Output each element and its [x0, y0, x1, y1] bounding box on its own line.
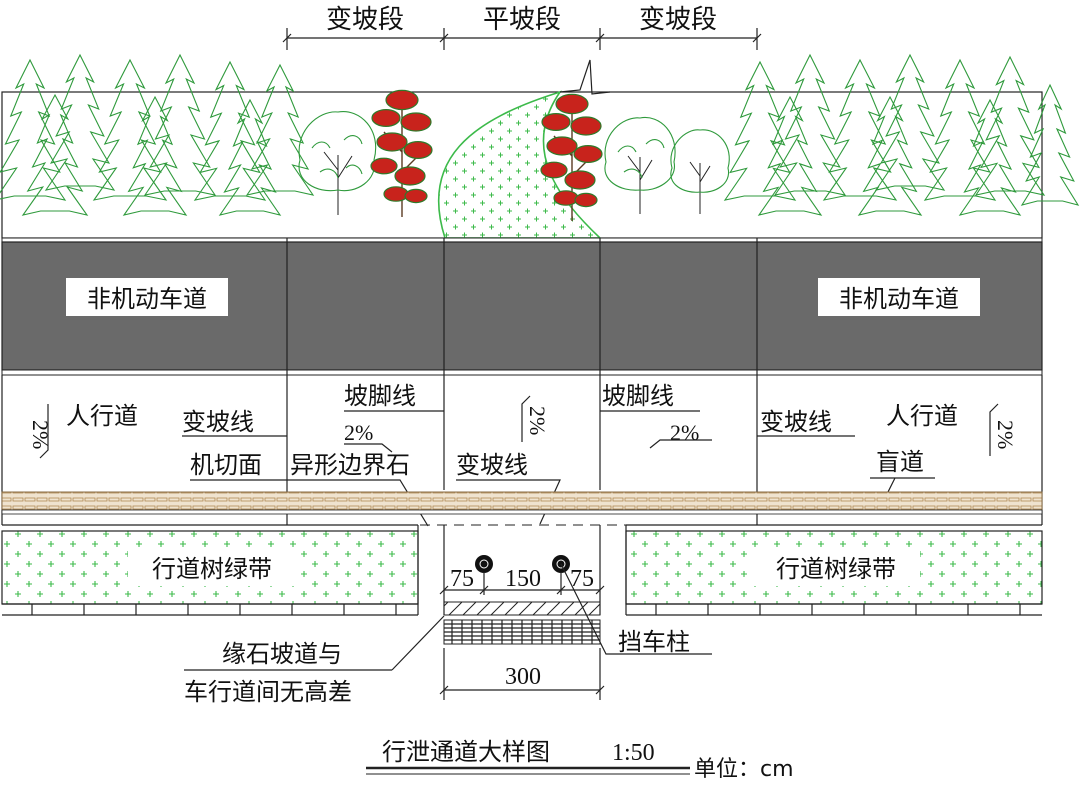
opening-width-dimension: 300 — [439, 648, 605, 700]
conifer-tree — [21, 93, 89, 216]
caption-unit: 单位：cm — [694, 757, 794, 782]
conifer-tree — [958, 98, 1022, 216]
toe-slope-right-arrow — [649, 439, 712, 449]
slope-arrow-right — [989, 403, 999, 456]
flowering-trees — [370, 89, 603, 221]
tactile-curb-strip — [1, 491, 1043, 526]
deciduous-trees — [298, 111, 730, 215]
segment-middle-label: 平坡段 — [483, 5, 561, 35]
conifer-tree — [923, 58, 997, 201]
caption-scale: 1:50 — [612, 740, 655, 766]
conifer-tree — [92, 58, 168, 201]
toe-slope-right-value: 2% — [670, 420, 699, 445]
slope-left-value: 2% — [28, 420, 53, 449]
curb-ramp-note-line2: 车行道间无高差 — [184, 678, 352, 706]
deciduous-tree — [670, 129, 730, 214]
conifer-tree — [822, 58, 898, 201]
conifer-tree — [1020, 83, 1080, 206]
conifer-tree — [874, 53, 946, 191]
conifer-tree — [0, 58, 67, 201]
curb-ramp-opening: 75 150 75 — [417, 525, 627, 645]
conifer-tree — [44, 53, 116, 191]
slope-right-value: 2% — [993, 420, 1018, 449]
dim-75-right: 75 — [570, 566, 594, 592]
toe-line-left-label: 坡脚线 — [344, 382, 416, 410]
slope-center-value: 2% — [525, 406, 550, 435]
conifer-trees-right — [723, 53, 1080, 216]
bike-lane-left-label: 非机动车道 — [87, 285, 207, 313]
conifer-tree — [122, 95, 188, 216]
green-belt-right-label: 行道树绿带 — [776, 555, 896, 583]
bollard-left — [475, 555, 493, 573]
toe-slope-left-arrow — [344, 443, 393, 453]
toe-slope-left-value: 2% — [344, 420, 373, 445]
green-belt-right: 行道树绿带 — [625, 530, 1043, 605]
conifer-trees-left — [0, 53, 315, 216]
grade-division-lines — [286, 238, 758, 525]
bike-lane-right-label: 非机动车道 — [839, 285, 959, 313]
curb-ramp-note-line1: 缘石坡道与 — [222, 640, 342, 668]
top-segment-dimension: 变坡段 平坡段 变坡段 — [282, 5, 762, 95]
flowering-tree — [540, 93, 603, 221]
dim-75-left: 75 — [450, 566, 474, 592]
drain-grate — [443, 619, 601, 645]
curb-ramp-callout: 缘石坡道与 车行道间无高差 — [184, 615, 445, 706]
bike-lane-band: 非机动车道 非机动车道 — [1, 237, 1043, 376]
grade-line-right-label: 变坡线 — [760, 408, 832, 436]
bollard-callout: 挡车柱 — [560, 563, 712, 656]
dim-300: 300 — [505, 664, 541, 690]
conifer-tree — [857, 95, 923, 216]
grade-line-left-label: 变坡线 — [182, 408, 254, 436]
special-curb-label: 异形边界石 — [290, 451, 410, 479]
walkway-left-label: 人行道 — [66, 402, 138, 430]
conifer-tree — [245, 63, 315, 196]
machine-cut-label: 机切面 — [190, 451, 262, 479]
conifer-tree — [723, 60, 797, 201]
curb-line — [2, 603, 1042, 616]
figure-caption: 行泄通道大样图 1:50 单位：cm — [366, 738, 794, 782]
walkway-right-label: 人行道 — [886, 402, 958, 430]
green-belt-left-label: 行道树绿带 — [152, 555, 272, 583]
blind-path-label: 盲道 — [876, 448, 924, 476]
conifer-tree — [193, 60, 267, 201]
green-belt-left: 行道树绿带 — [1, 530, 419, 605]
conifer-tree — [218, 98, 282, 216]
conifer-tree — [757, 95, 823, 216]
deciduous-tree — [298, 111, 377, 215]
dim-150: 150 — [505, 566, 541, 592]
segment-right-label: 变坡段 — [639, 5, 717, 35]
flowering-tree — [370, 89, 433, 217]
slope-arrow-left — [39, 404, 49, 459]
deciduous-tree — [604, 116, 676, 214]
bollard-label: 挡车柱 — [618, 628, 690, 656]
caption-title: 行泄通道大样图 — [382, 738, 550, 766]
sidewalk-zone: 2% 人行道 变坡线 坡脚线 2% 2% 坡脚线 2% 变坡线 人行道 2% 盲… — [1, 375, 1043, 527]
center-grade-line-label: 变坡线 — [456, 451, 528, 479]
slope-arrow-center — [521, 395, 531, 442]
toe-line-right-label: 坡脚线 — [602, 382, 674, 410]
segment-left-label: 变坡段 — [326, 5, 404, 35]
